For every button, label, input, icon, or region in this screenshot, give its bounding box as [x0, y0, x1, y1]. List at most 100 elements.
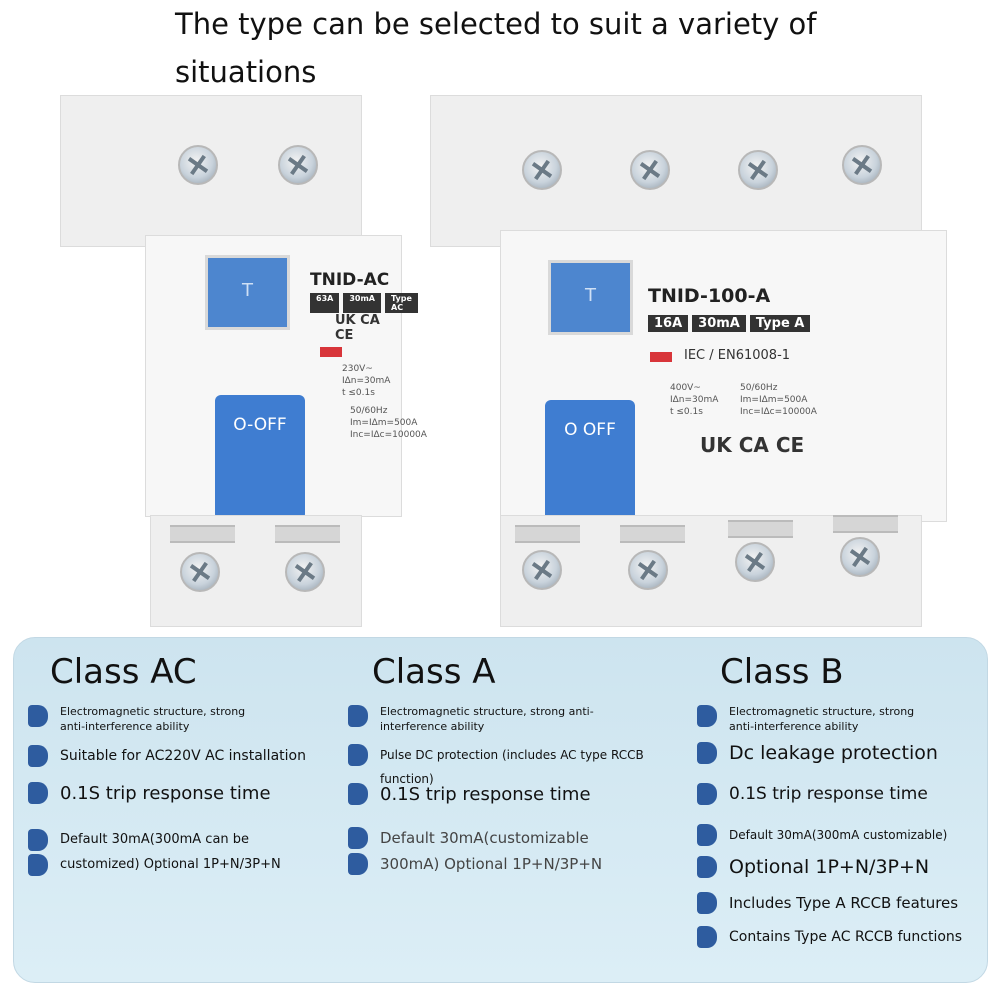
- rating-line: 400V~: [670, 383, 701, 393]
- feature-comparison-panel: [13, 637, 988, 983]
- bullet-icon: [697, 824, 717, 846]
- rating-line: IΔn=30mA: [342, 376, 391, 386]
- spec-badges: 16A 30mA Type A: [648, 315, 811, 332]
- bullet-icon: [348, 705, 368, 727]
- spec-badge: 63A: [310, 293, 340, 313]
- feature-item: Optional 1P+N/3P+N: [697, 855, 977, 880]
- bullet-icon: [28, 782, 48, 804]
- feature-item: Default 30mA(customizable: [348, 826, 688, 850]
- headline: The type can be selected to suit a varie…: [175, 7, 817, 89]
- certification-marks: UK CA CE: [335, 313, 380, 343]
- screw-icon: [842, 145, 882, 185]
- feature-text: Pulse DC protection (includes AC type RC…: [380, 748, 644, 786]
- feature-item: 0.1S trip response time: [348, 782, 688, 807]
- bullet-icon: [348, 853, 368, 875]
- terminal-slot: [275, 525, 340, 543]
- feature-text: Default 30mA(customizable: [380, 829, 589, 847]
- bullet-icon: [697, 926, 717, 948]
- feature-item: 0.1S trip response time: [697, 782, 977, 807]
- rating-line: t ≤0.1s: [670, 407, 703, 417]
- feature-item: Includes Type A RCCB features: [697, 891, 977, 915]
- feature-item: 300mA) Optional 1P+N/3P+N: [348, 852, 688, 876]
- toggle-lever[interactable]: O OFF: [545, 400, 635, 525]
- feature-text: customized) Optional 1P+N/3P+N: [60, 857, 281, 872]
- feature-text: 300mA) Optional 1P+N/3P+N: [380, 855, 603, 873]
- model-label: TNID-100-A: [648, 285, 771, 307]
- feature-text: 0.1S trip response time: [729, 784, 928, 804]
- rating-line: Inc=IΔc=10000A: [350, 430, 427, 440]
- certification-marks: UK CA CE: [700, 433, 805, 457]
- feature-text: Default 30mA(300mA customizable): [729, 828, 948, 842]
- rating-line: Im=IΔm=500A: [740, 395, 808, 405]
- spec-badge: Type A: [749, 315, 811, 332]
- rccb-4-pole-image: T TNID-100-A 16A 30mA Type A IEC / EN610…: [430, 95, 950, 627]
- ratings-block-2: 50/60Hz Im=IΔm=500A Inc=IΔc=10000A: [350, 405, 427, 441]
- feature-item: Pulse DC protection (includes AC type RC…: [348, 743, 688, 791]
- screw-icon: [735, 542, 775, 582]
- screw-icon: [522, 550, 562, 590]
- feature-text: Includes Type A RCCB features: [729, 894, 959, 912]
- bullet-icon: [28, 854, 48, 876]
- rating-line: 230V~: [342, 364, 373, 374]
- screw-icon: [180, 552, 220, 592]
- feature-text: Optional 1P+N/3P+N: [729, 856, 930, 878]
- feature-text: 0.1S trip response time: [60, 783, 271, 804]
- feature-item: Electromagnetic structure, strong anti-i…: [28, 704, 328, 734]
- terminal-slot: [728, 520, 793, 538]
- spec-badge: 30mA: [692, 315, 746, 332]
- bullet-icon: [28, 745, 48, 767]
- feature-text: Contains Type AC RCCB functions: [729, 929, 963, 945]
- bullet-icon: [697, 783, 717, 805]
- rating-line: 50/60Hz: [350, 406, 388, 416]
- bullet-icon: [348, 827, 368, 849]
- screw-icon: [522, 150, 562, 190]
- device-top-housing: [430, 95, 922, 247]
- feature-item: Dc leakage protection: [697, 741, 977, 766]
- bullet-icon: [348, 744, 368, 766]
- bullet-icon: [28, 829, 48, 851]
- feature-item: Electromagnetic structure, strong anti-i…: [348, 704, 688, 734]
- column-title-class-b: Class B: [720, 652, 844, 692]
- bullet-icon: [697, 742, 717, 764]
- feature-text: 0.1S trip response time: [380, 784, 591, 805]
- feature-text: Electromagnetic structure, strong anti-i…: [380, 705, 594, 733]
- feature-text: Dc leakage protection: [729, 742, 938, 764]
- feature-item: customized) Optional 1P+N/3P+N: [28, 853, 328, 877]
- bullet-icon: [697, 856, 717, 878]
- terminal-slot: [833, 515, 898, 533]
- terminal-slot: [515, 525, 580, 543]
- column-title-class-ac: Class AC: [50, 652, 197, 692]
- indicator-window: [320, 347, 342, 357]
- feature-text: Electromagnetic structure, strong anti-i…: [60, 705, 246, 733]
- ratings-block: 230V~ IΔn=30mA t ≤0.1s: [342, 363, 390, 399]
- ratings-block-2: 50/60Hz Im=IΔm=500A Inc=IΔc=10000A: [740, 382, 817, 418]
- screw-icon: [178, 145, 218, 185]
- toggle-lever[interactable]: O-OFF: [215, 395, 305, 520]
- feature-item: Default 30mA(300mA customizable): [697, 823, 977, 847]
- rating-line: Im=IΔm=500A: [350, 418, 418, 428]
- feature-item: Suitable for AC220V AC installation: [28, 744, 328, 768]
- screw-icon: [840, 537, 880, 577]
- feature-text: Electromagnetic structure, strong anti-i…: [729, 705, 915, 733]
- feature-text: Default 30mA(300mA can be: [60, 832, 250, 847]
- spec-badge: 30mA: [343, 293, 381, 313]
- rating-line: 50/60Hz: [740, 383, 778, 393]
- spec-badge: Type AC: [385, 293, 418, 313]
- screw-icon: [278, 145, 318, 185]
- model-label: TNID-AC: [310, 270, 390, 290]
- feature-item: Contains Type AC RCCB functions: [697, 925, 977, 949]
- spec-badge: 16A: [648, 315, 689, 332]
- spec-badges: 63A 30mA Type AC: [310, 293, 418, 313]
- test-button[interactable]: T: [548, 260, 633, 335]
- bullet-icon: [697, 705, 717, 727]
- test-button[interactable]: T: [205, 255, 290, 330]
- indicator-window: [650, 352, 672, 362]
- screw-icon: [628, 550, 668, 590]
- ratings-block: 400V~ IΔn=30mA t ≤0.1s: [670, 382, 718, 418]
- terminal-slot: [620, 525, 685, 543]
- feature-item: 0.1S trip response time: [28, 781, 328, 806]
- bullet-icon: [28, 705, 48, 727]
- screw-icon: [630, 150, 670, 190]
- bullet-icon: [697, 892, 717, 914]
- feature-item: Default 30mA(300mA can be: [28, 828, 328, 852]
